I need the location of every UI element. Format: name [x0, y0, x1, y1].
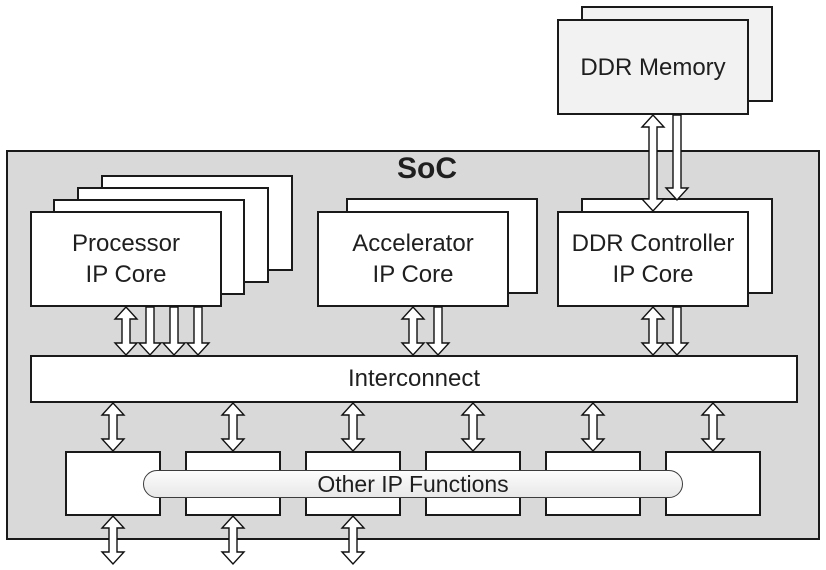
accelerator-label-line1: Accelerator — [352, 230, 474, 257]
ddr-memory-label: DDR Memory — [580, 53, 726, 81]
accelerator-ip-core-box: Accelerator IP Core — [317, 211, 509, 307]
ddr-controller-label-line1: DDR Controller — [571, 230, 735, 257]
interconnect-label: Interconnect — [347, 365, 481, 392]
interconnect-bar: Interconnect — [30, 355, 798, 403]
other-ip-functions-label: Other IP Functions — [317, 471, 509, 497]
accelerator-label-line2: IP Core — [372, 261, 454, 288]
ddr-controller-label-line2: IP Core — [612, 261, 694, 288]
processor-ip-core-box: Processor IP Core — [30, 211, 222, 307]
ddr-controller-ip-core-box: DDR Controller IP Core — [557, 211, 749, 307]
soc-title: SoC — [397, 152, 457, 185]
processor-label-line1: Processor — [71, 230, 181, 257]
other-ip-functions-pill: Other IP Functions — [143, 470, 683, 498]
ddr-memory-box: DDR Memory — [557, 19, 749, 115]
processor-label-line2: IP Core — [85, 261, 167, 288]
